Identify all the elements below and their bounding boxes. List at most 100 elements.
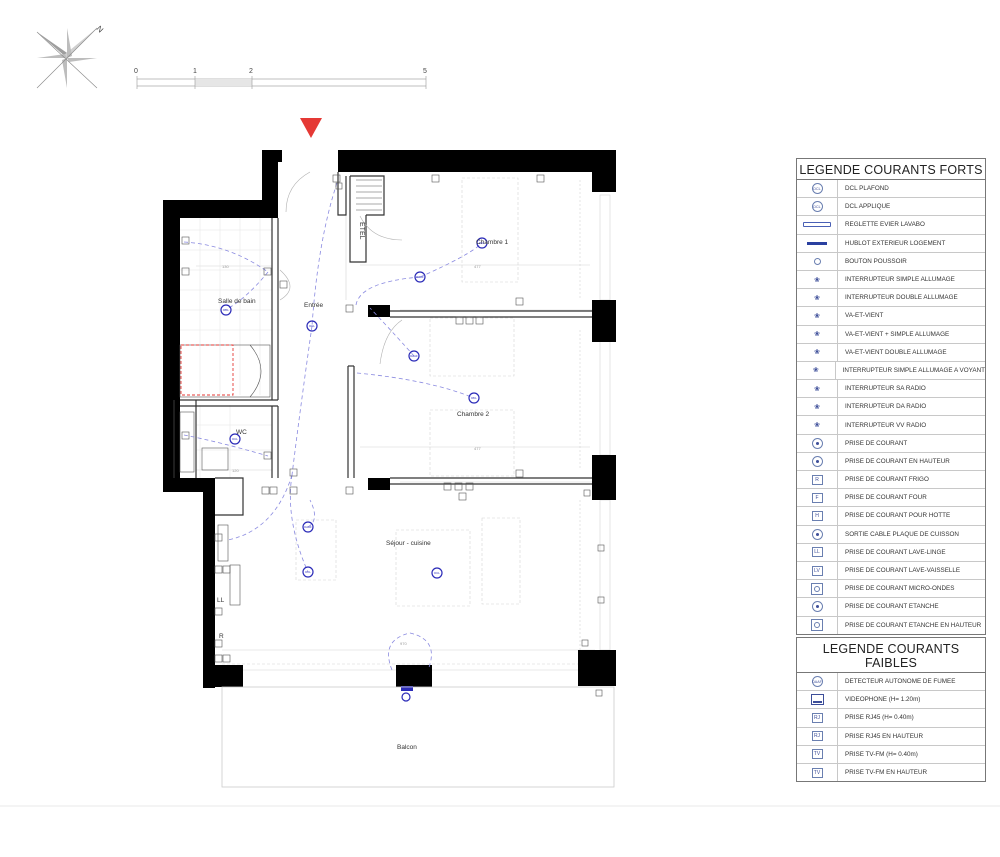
legend-row: REGLETTE EVIER LAVABO [797,216,985,235]
switch-indicator-icon: ❀ [797,361,836,380]
plan-label-ll: LL [217,597,225,604]
switch-single-icon: ❀ [797,270,838,289]
dimension-lines [196,176,611,671]
dcl-circle-icon: DCL [797,180,838,198]
legend-label: INTERRUPTEUR SIMPLE ALLUMAGE A VOYANT [842,366,985,374]
legend-row: BOUTON POUSSOIR [797,252,985,271]
legend-row: ❀ INTERRUPTEUR SIMPLE ALLUMAGE [797,270,985,290]
legend-label: PRISE DE COURANT ETANCHE [845,603,939,611]
radio-switch-da-icon: ❀ [797,398,838,416]
switch-double-icon: ❀ [797,289,838,307]
room-label-bedroom2: Chambre 2 [457,411,490,418]
daaf-label: DAAF [304,525,312,529]
legend-label: PRISE DE COURANT FRIGO [845,476,929,484]
push-button-icon [797,252,838,270]
electrical-wiring [183,182,483,671]
legend-row: PRISE DE COURANT EN HAUTEUR [797,452,985,471]
legend-label: PRISE DE COURANT FOUR [845,494,927,502]
legend-label: INTERRUPTEUR SA RADIO [845,385,926,393]
balcony-outline [221,686,615,788]
legend-label: SORTIE CABLE PLAQUE DE CUISSON [845,530,959,538]
smoke-detector-icon: DAAF [797,673,838,691]
legend-row: ❀INTERRUPTEUR DA RADIO [797,398,985,417]
legend-label: PRISE DE COURANT [845,439,908,447]
dcl-label: DCL [305,570,311,574]
legend-row: PRISE DE COURANT ETANCHE [797,598,985,617]
legend-row: PRISE DE COURANT ETANCHE EN HAUTEUR [797,616,985,634]
legend-symbol-text: R [811,474,823,485]
legend-row: ❀VA-ET-VIENT DOUBLE ALLUMAGE [797,343,985,362]
legend-symbol-text: TV [811,749,823,760]
dimension-label: 477 [474,264,481,269]
legend-label: BOUTON POUSSOIR [845,257,907,265]
plan-label-etel: ETEL [358,222,365,240]
legend-label: PRISE DE COURANT LAVE-LINGE [845,548,946,556]
legend-row: PRISE DE COURANT MICRO-ONDES [797,580,985,599]
dcl-label: DCL [223,308,229,312]
room-label-balcony: Balcon [397,744,417,751]
legend-label: INTERRUPTEUR SIMPLE ALLUMAGE [845,276,955,284]
dcl-label: DCL [309,324,315,328]
fixtures [179,179,382,606]
daaf-label: DAAF [416,275,424,279]
legend-label: PRISE DE COURANT EN HAUTEUR [845,457,950,465]
outlet-letter-icon: R [797,471,838,489]
legend-row: ❀ INTERRUPTEUR SIMPLE ALLUMAGE A VOYANT [797,361,985,381]
two-way-switch-icon: ❀ [797,307,838,325]
walls [163,150,616,688]
outlet-icon [797,434,838,452]
legend-label: PRISE RJ45 (H= 0.40m) [845,714,914,722]
legend-label: VA-ET-VIENT [845,312,884,320]
legend-symbol-text: H [811,510,823,521]
waterproof-outlet-icon [797,598,838,616]
legend-row: TV PRISE TV-FM (H= 0.40m) [797,745,985,764]
legend-row: R PRISE DE COURANT FRIGO [797,471,985,490]
legend-label: PRISE DE COURANT POUR HOTTE [845,512,951,520]
legend-row: H PRISE DE COURANT POUR HOTTE [797,507,985,526]
tv-outlet-icon: TV [797,745,838,763]
legend-label: VA-ET-VIENT DOUBLE ALLUMAGE [845,348,947,356]
dimension-label: 120 [232,468,239,473]
legend-symbol-text: DAAF [811,676,823,688]
legend-symbol-text: F [811,492,823,503]
outlet-symbols [181,174,605,697]
cooktop-outlet-icon [797,525,838,543]
bathtub-outline [180,344,234,396]
dcl-label: DCL [232,437,238,441]
legend-row: ❀INTERRUPTEUR VV RADIO [797,416,985,435]
legend-row: ❀ VA-ET-VIENT [797,307,985,326]
legend-symbol-text: LL [811,547,823,558]
legend-title: LEGENDE COURANTS FAIBLES [797,638,985,673]
scale-tick-label: 5 [423,68,427,75]
legend-row: ❀INTERRUPTEUR DOUBLE ALLUMAGE [797,289,985,308]
scale-tick-label: 0 [134,68,138,75]
legend-title: LEGENDE COURANTS FORTS [797,159,985,180]
legend-row: SORTIE CABLE PLAQUE DE CUISSON [797,525,985,544]
room-label-entry: Entrée [304,302,324,309]
legend-symbol-text: TV [811,767,823,778]
electrical-symbols [220,237,488,702]
legend-label: PRISE TV-FM (H= 0.40m) [845,750,918,758]
scale-bar: 0 1 2 5 [134,68,427,89]
legend-row: PRISE DE COURANT [797,434,985,453]
dcl-label: DCL [471,396,477,400]
dimension-label: 477 [474,446,481,451]
dimension-label: 130 [222,264,229,269]
legend-row: LL PRISE DE COURANT LAVE-LINGE [797,543,985,562]
legend-label: INTERRUPTEUR VV RADIO [845,421,927,429]
legend-label: VIDEOPHONE (H= 1.20m) [845,696,921,704]
outlet-letter-icon: LV [797,561,838,580]
room-label-bathroom: Salle de bain [218,298,256,305]
legend-label: REGLETTE EVIER LAVABO [845,221,925,229]
room-label-wc: WC [236,429,247,436]
two-way-single-icon: ❀ [797,325,838,343]
microwave-outlet-icon [797,580,838,598]
dimension-label: 970 [400,641,407,646]
legend-symbol-text: DCL [811,183,823,195]
legend-label: PRISE DE COURANT MICRO-ONDES [845,585,955,593]
dcl-circle-icon: DCL [797,198,838,216]
